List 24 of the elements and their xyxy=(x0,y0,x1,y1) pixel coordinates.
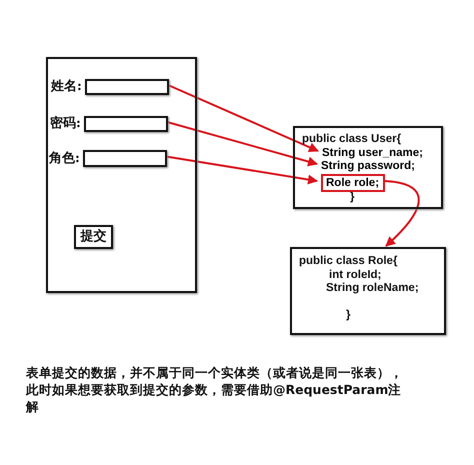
code-line: } xyxy=(350,191,354,203)
code-line: String user_name; xyxy=(322,146,432,160)
code-line: } xyxy=(346,309,350,321)
code-line: public class Role{ xyxy=(299,255,398,267)
code-line: public class User{ xyxy=(302,133,402,145)
code-line: String roleName; xyxy=(326,282,419,294)
note-text: 表单提交的数据，并不属于同一个实体类（或者说是同一张表），此时如果想要获取到提交的参数，需要借助@RequestParam注解 xyxy=(26,364,404,415)
arrow xyxy=(166,156,318,184)
arrow xyxy=(168,84,319,152)
code-line: String password; xyxy=(321,159,431,173)
field-label: 姓名: xyxy=(51,79,82,95)
class-box xyxy=(293,126,443,209)
form-panel xyxy=(46,57,197,293)
input-field xyxy=(83,150,167,167)
field-label: 密码: xyxy=(50,116,81,132)
class-box xyxy=(290,247,446,335)
arrow xyxy=(166,121,318,166)
field-label: 角色: xyxy=(49,150,80,167)
submit-button: 提交 xyxy=(74,225,113,249)
highlighted-field: Role role; xyxy=(321,174,385,192)
code-line: int roleId; xyxy=(329,269,382,281)
arrow xyxy=(384,180,420,247)
input-field xyxy=(84,116,168,132)
input-field xyxy=(85,79,169,95)
